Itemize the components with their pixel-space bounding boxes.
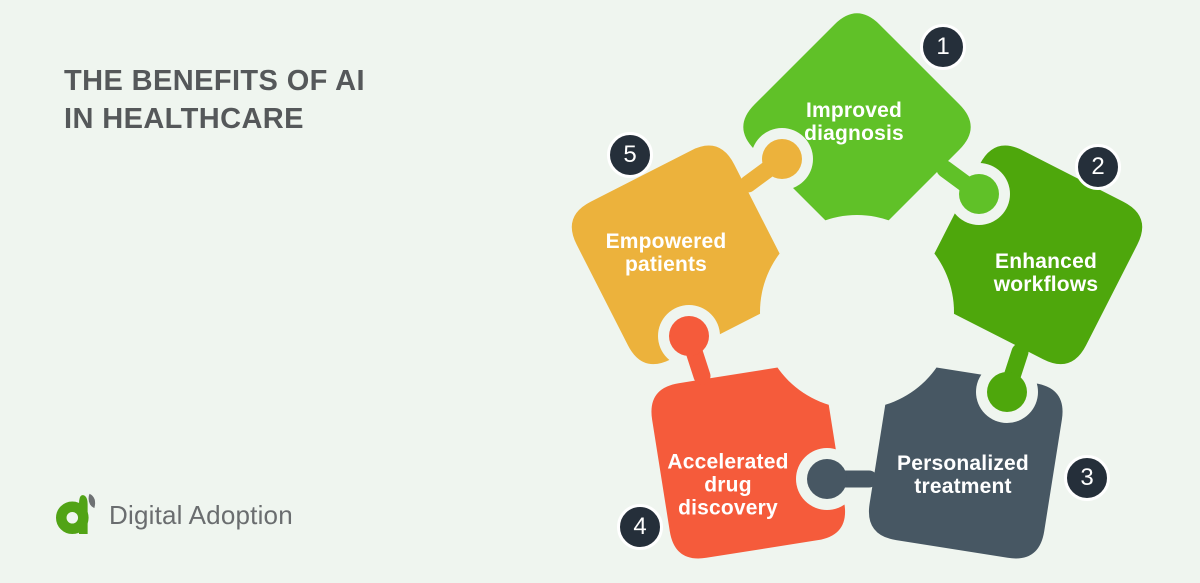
piece-label-empowered-patients: Empowered patients [605, 230, 727, 276]
digital-adoption-logo-icon [56, 493, 96, 535]
tab-4-5 [669, 316, 709, 356]
tab-2-3 [987, 372, 1027, 412]
badge-4: 4 [617, 504, 663, 550]
piece-label-improved-diagnosis: Improved diagnosis [804, 99, 904, 145]
badge-3: 3 [1064, 455, 1110, 501]
brand-logo: Digital Adoption [56, 488, 293, 536]
badge-5: 5 [607, 132, 653, 178]
brand-name: Digital Adoption [109, 499, 293, 530]
piece-label-enhanced-workflows: Enhanced workflows [993, 250, 1099, 296]
piece-label-accelerated-drug-discovery: Accelerated drug discovery [667, 450, 789, 520]
title-line-2: IN HEALTHCARE [64, 103, 304, 135]
badge-1: 1 [920, 24, 966, 70]
title-line-1: THE BENEFITS OF AI [64, 65, 365, 97]
tab-1-2 [959, 174, 999, 214]
piece-label-personalized-treatment: Personalized treatment [897, 452, 1029, 498]
center-circle [760, 215, 954, 409]
tab-3-4 [807, 459, 847, 499]
page-title: THE BENEFITS OF AI IN HEALTHCARE [64, 62, 365, 138]
badge-2: 2 [1075, 144, 1121, 190]
tab-5-1 [762, 139, 802, 179]
